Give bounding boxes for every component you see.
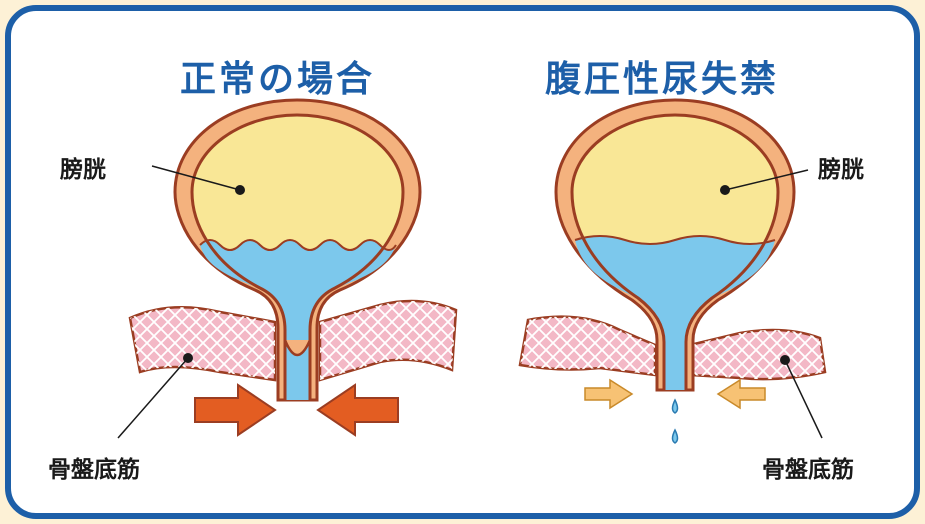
stress-bladder-label: 膀胱 [818,150,864,184]
normal-bladder-dot [235,185,245,195]
stress-bladder-dot [720,185,730,195]
normal-bladder-label: 膀胱 [60,150,106,184]
normal-muscle-dot [183,353,193,363]
normal-pelvic-floor-label: 骨盤底筋 [48,450,140,484]
stress-pelvic-floor-label: 骨盤底筋 [762,450,854,484]
stress-muscle-dot [780,355,790,365]
panel-frame [8,8,917,516]
normal-title: 正常の場合 [180,50,375,102]
stress-title: 腹圧性尿失禁 [545,50,779,102]
